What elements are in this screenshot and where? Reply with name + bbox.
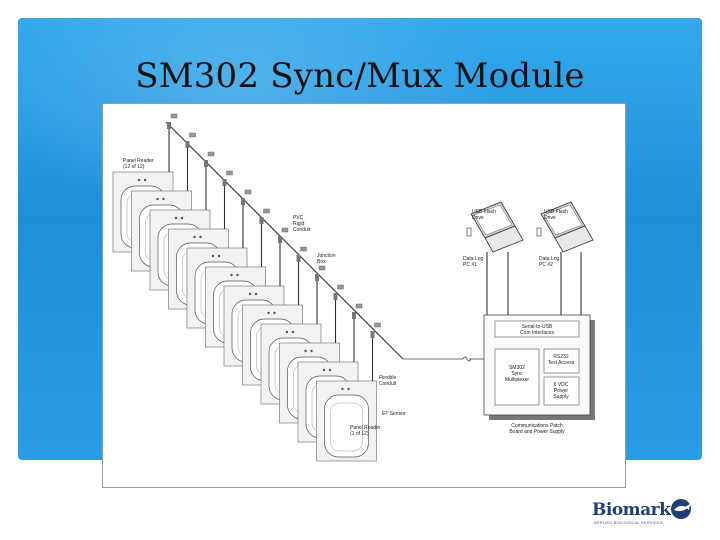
diagonal-junction — [281, 227, 289, 233]
company-logo: Biomark APPLIED BIOLOGICAL SERVICES — [592, 498, 696, 528]
cable-connector — [333, 293, 338, 300]
cable-connector — [278, 236, 282, 243]
sm302-box — [494, 348, 540, 406]
cable-connector — [259, 217, 264, 224]
fish-logo-icon — [671, 499, 691, 519]
panel-reader — [316, 380, 377, 462]
diagonal-junction — [355, 303, 363, 309]
laptop-1-usb-drive — [466, 227, 472, 237]
cable-connector — [370, 331, 375, 338]
cable-connector — [222, 179, 227, 186]
laptop-1-keyboard — [484, 225, 524, 253]
cable-break-mark — [462, 356, 486, 362]
system-diagram: Panel Reader(12 of 12) Panel Reader(1 of … — [102, 103, 626, 488]
power-supply-box — [543, 376, 580, 406]
et-sensor-label: ET Sensor — [382, 411, 406, 417]
serial-usb-box — [494, 320, 580, 338]
diagonal-junction — [374, 322, 381, 328]
cable-connector — [204, 160, 208, 167]
logo-tagline: APPLIED BIOLOGICAL SERVICES — [594, 520, 663, 525]
cable-connector — [296, 255, 301, 262]
rs232-box — [543, 348, 580, 374]
laptop-1-display — [473, 204, 513, 236]
diagonal-junction — [244, 189, 252, 195]
diagonal-junction — [318, 265, 326, 271]
laptop-2-keyboard — [554, 225, 594, 253]
logo-wordmark: Biomark — [592, 500, 671, 520]
diagonal-junction — [170, 113, 178, 119]
diagonal-junction — [300, 246, 307, 252]
diagonal-junction — [189, 132, 196, 138]
diagonal-junction — [337, 284, 344, 290]
cable-connector — [185, 141, 190, 148]
cable-connector — [167, 122, 171, 129]
cable-connector — [352, 312, 356, 319]
diagonal-junction — [207, 151, 215, 157]
diagonal-junction — [226, 170, 233, 176]
panel-reader-bottom-label: Panel Reader(1 of 12) — [350, 425, 381, 437]
diagonal-junction — [263, 208, 270, 214]
cable-connector — [241, 198, 245, 205]
laptop-2-usb-drive — [536, 227, 542, 237]
slide-title: SM302 Sync/Mux Module — [135, 56, 585, 96]
panel-reader-top-label: Panel Reader(12 of 12) — [123, 158, 154, 170]
diagram-canvas: Panel Reader(12 of 12) Panel Reader(1 of … — [112, 113, 595, 462]
laptop-2-display — [543, 204, 583, 236]
cable-connector — [315, 274, 319, 281]
